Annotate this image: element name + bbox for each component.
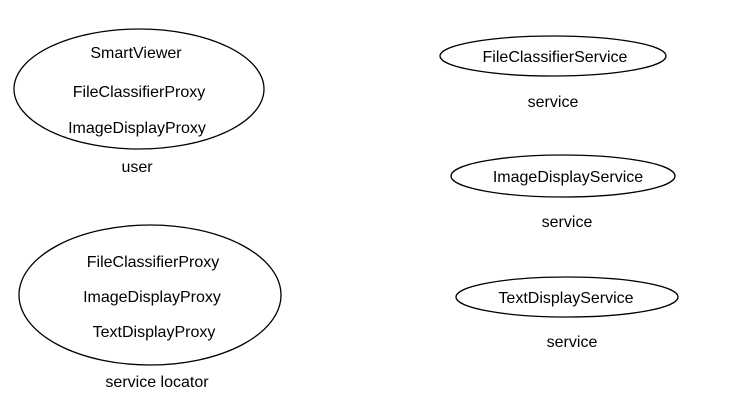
node-file-classifier-service-ellipse bbox=[439, 35, 667, 77]
node-file-classifier-service: FileClassifierService service bbox=[439, 35, 667, 111]
node-service-locator-item-file-classifier-proxy: FileClassifierProxy bbox=[87, 254, 219, 271]
node-user-ellipse bbox=[13, 28, 265, 150]
node-file-classifier-service-item: FileClassifierService bbox=[483, 49, 628, 66]
node-image-display-service-item: ImageDisplayService bbox=[493, 169, 643, 186]
node-user-label: user bbox=[121, 159, 153, 176]
node-user-item-image-display-proxy: ImageDisplayProxy bbox=[68, 120, 206, 137]
node-user-item-smartviewer: SmartViewer bbox=[90, 45, 182, 62]
node-service-locator: FileClassifierProxy ImageDisplayProxy Te… bbox=[18, 224, 282, 391]
node-text-display-service-label: service bbox=[547, 334, 598, 351]
node-file-classifier-service-label: service bbox=[528, 94, 579, 111]
node-user: SmartViewer FileClassifierProxy ImageDis… bbox=[13, 28, 265, 176]
node-service-locator-label: service locator bbox=[105, 374, 209, 391]
node-text-display-service: TextDisplayService service bbox=[455, 276, 679, 351]
node-image-display-service: ImageDisplayService service bbox=[450, 154, 676, 231]
node-service-locator-item-image-display-proxy: ImageDisplayProxy bbox=[83, 289, 221, 306]
node-service-locator-ellipse bbox=[18, 224, 282, 366]
node-image-display-service-ellipse bbox=[450, 154, 676, 198]
node-image-display-service-label: service bbox=[542, 214, 593, 231]
node-user-item-file-classifier-proxy: FileClassifierProxy bbox=[73, 84, 205, 101]
node-text-display-service-ellipse bbox=[455, 276, 679, 318]
node-text-display-service-item: TextDisplayService bbox=[498, 290, 633, 307]
node-service-locator-item-text-display-proxy: TextDisplayProxy bbox=[93, 324, 216, 341]
